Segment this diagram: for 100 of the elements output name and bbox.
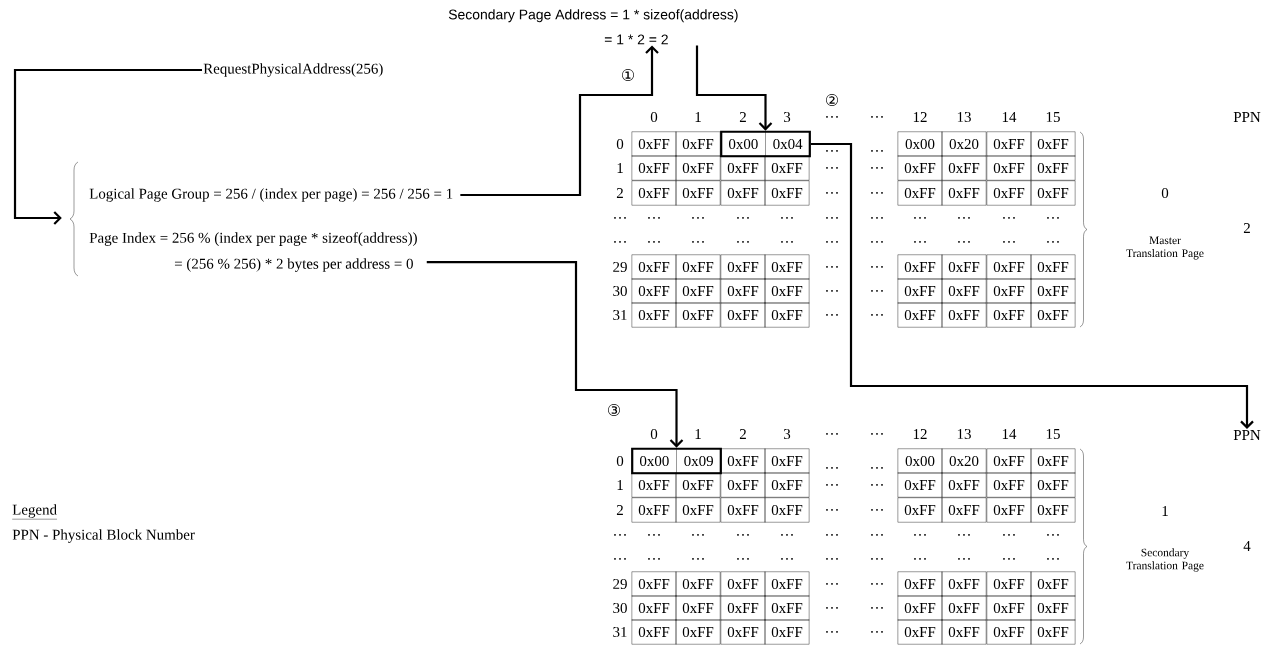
ellipsis: … bbox=[1003, 217, 1015, 219]
table-cell: 0xFF bbox=[720, 155, 766, 181]
table-cell: 0xFF bbox=[720, 619, 766, 645]
table-cell: 0xFF bbox=[986, 180, 1032, 206]
table-cell: 0xFF bbox=[1030, 254, 1076, 280]
arrow bbox=[426, 260, 684, 448]
table-cell: 0xFF bbox=[986, 155, 1032, 181]
table-cell: 0xFF bbox=[986, 278, 1032, 304]
row-number: 31 bbox=[613, 627, 627, 637]
table-cell: 0xFF bbox=[941, 619, 987, 645]
table-cell: 0xFF bbox=[675, 472, 721, 498]
table-cell: 0xFF bbox=[1030, 497, 1076, 523]
table-cell: 0xFF bbox=[720, 472, 766, 498]
ppn-value: 2 bbox=[1243, 223, 1250, 233]
table-cell: 0xFF bbox=[631, 472, 677, 498]
ellipsis: … bbox=[1047, 534, 1059, 536]
table-cell: 0xFF bbox=[720, 595, 766, 621]
table-cell: 0xFF bbox=[986, 302, 1032, 328]
table-cell: 0xFF bbox=[720, 571, 766, 597]
table-cell: 0xFF bbox=[764, 497, 810, 523]
table-cell: 0xFF bbox=[941, 155, 987, 181]
ellipsis: … bbox=[1047, 217, 1059, 219]
ellipsis: … bbox=[648, 217, 660, 219]
table-cell: 0xFF bbox=[941, 180, 987, 206]
ppn-value: 4 bbox=[1243, 541, 1251, 551]
ellipsis: … bbox=[826, 509, 838, 511]
function-call: RequestPhysicalAddress(256) bbox=[203, 63, 383, 77]
ellipsis: … bbox=[871, 558, 883, 560]
column-header: 15 bbox=[1046, 112, 1060, 122]
ellipsis: … bbox=[826, 217, 838, 219]
table-cell: 0xFF bbox=[897, 497, 943, 523]
table-cell: 0xFF bbox=[631, 254, 677, 280]
table-cell: 0xFF bbox=[1030, 448, 1076, 474]
column-header: … bbox=[826, 433, 838, 435]
table-cell: 0xFF bbox=[631, 619, 677, 645]
table-cell: 0xFF bbox=[720, 497, 766, 523]
table-cell: 0xFF bbox=[631, 302, 677, 328]
table-cell: 0xFF bbox=[675, 254, 721, 280]
table-cell: 0xFF bbox=[986, 497, 1032, 523]
column-header: 12 bbox=[913, 112, 927, 122]
table-cell: 0xFF bbox=[631, 131, 677, 157]
table-cell: 0xFF bbox=[631, 155, 677, 181]
column-header: 1 bbox=[695, 112, 701, 122]
table-cell: 0xFF bbox=[675, 497, 721, 523]
ellipsis: … bbox=[826, 534, 838, 536]
table-cell: 0xFF bbox=[631, 595, 677, 621]
ellipsis: … bbox=[781, 241, 793, 243]
ellipsis: … bbox=[692, 217, 704, 219]
table-cell: 0xFF bbox=[1030, 571, 1076, 597]
table-cell: 0xFF bbox=[675, 571, 721, 597]
ellipsis: … bbox=[1003, 534, 1015, 536]
ellipsis: … bbox=[648, 534, 660, 536]
legend-heading: Legend bbox=[12, 504, 58, 520]
brace bbox=[69, 161, 79, 277]
table-cell: 0xFF bbox=[764, 619, 810, 645]
column-header: … bbox=[871, 116, 883, 118]
ellipsis: … bbox=[826, 150, 838, 152]
ellipsis: … bbox=[781, 217, 793, 219]
table-cell: 0xFF bbox=[720, 180, 766, 206]
table-cell: 0xFF bbox=[720, 278, 766, 304]
ellipsis: … bbox=[871, 150, 883, 152]
ellipsis: … bbox=[692, 558, 704, 560]
row-number: 30 bbox=[613, 285, 627, 297]
arrow bbox=[695, 45, 773, 131]
ellipsis: … bbox=[614, 558, 626, 560]
table-cell: 0xFF bbox=[675, 155, 721, 181]
table-cell: 0xFF bbox=[897, 571, 943, 597]
ellipsis: … bbox=[958, 241, 970, 243]
ellipsis: … bbox=[781, 558, 793, 560]
table-cell: 0xFF bbox=[764, 472, 810, 498]
column-header: 14 bbox=[1002, 429, 1017, 439]
ellipsis: … bbox=[871, 314, 883, 316]
ellipsis: … bbox=[737, 534, 749, 536]
table-cell: 0xFF bbox=[897, 155, 943, 181]
ellipsis: … bbox=[1003, 241, 1015, 243]
table-cell: 0xFF bbox=[764, 448, 810, 474]
ellipsis: … bbox=[871, 266, 883, 268]
table-cell: 0xFF bbox=[986, 131, 1032, 157]
ellipsis: … bbox=[914, 241, 926, 243]
arrow bbox=[810, 142, 1254, 429]
table-cell: 0x00 bbox=[897, 448, 943, 474]
highlighted-cells: 0x00 0x09 bbox=[631, 447, 722, 475]
table-cell: 0xFF bbox=[631, 180, 677, 206]
table-cell: 0xFF bbox=[897, 472, 943, 498]
ellipsis: … bbox=[871, 167, 883, 169]
ellipsis: … bbox=[958, 558, 970, 560]
ellipsis: … bbox=[871, 607, 883, 609]
table-cell: 0xFF bbox=[897, 254, 943, 280]
table-cell: 0xFF bbox=[1030, 302, 1076, 328]
ellipsis: … bbox=[692, 241, 704, 243]
table-cell: 0xFF bbox=[764, 595, 810, 621]
ellipsis: … bbox=[826, 631, 838, 633]
table-cell: 0xFF bbox=[986, 595, 1032, 621]
column-header: … bbox=[871, 433, 883, 435]
table-cell: 0xFF bbox=[631, 571, 677, 597]
row-number: 1 bbox=[617, 480, 623, 490]
ellipsis: … bbox=[871, 217, 883, 219]
table-cell: 0xFF bbox=[675, 595, 721, 621]
table-cell: 0xFF bbox=[986, 448, 1032, 474]
table-cell: 0xFF bbox=[720, 448, 766, 474]
